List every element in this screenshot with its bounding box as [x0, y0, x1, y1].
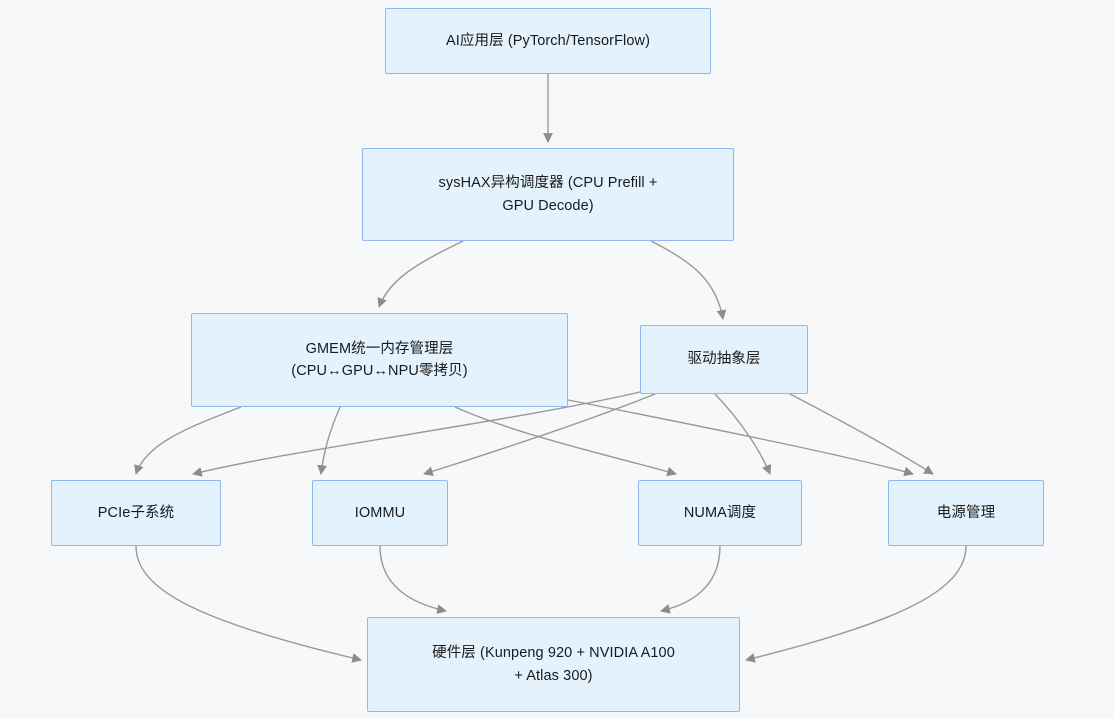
edge-driver-to-power [789, 393, 934, 475]
node-syshax-scheduler[interactable]: sysHAX异构调度器 (CPU Prefill + GPU Decode) [362, 148, 734, 241]
edge-pcie-to-hardware [135, 545, 362, 663]
node-power-management[interactable]: 电源管理 [888, 480, 1044, 546]
node-gmem-memory-layer[interactable]: GMEM统一内存管理层 (CPU↔GPU↔NPU零拷贝) [191, 313, 568, 407]
node-hardware-layer[interactable]: 硬件层 (Kunpeng 920 + NVIDIA A100 + Atlas 3… [367, 617, 740, 712]
node-ai-application-layer[interactable]: AI应用层 (PyTorch/TensorFlow) [385, 8, 711, 74]
node-hardware-label: 硬件层 (Kunpeng 920 + NVIDIA A100 + Atlas 3… [432, 645, 675, 684]
edge-driver-to-numa [714, 393, 772, 475]
edge-gmem-to-pcie [134, 406, 242, 475]
node-power-label: 电源管理 [936, 504, 996, 521]
edge-gmem-to-power [567, 399, 914, 477]
edge-syshax-to-driver [650, 240, 727, 320]
node-numa-label: NUMA调度 [683, 504, 757, 521]
edge-iommu-to-hardware [379, 545, 447, 614]
node-driver-label: 驱动抽象层 [687, 351, 761, 368]
node-gmem-label: GMEM统一内存管理层 (CPU↔GPU↔NPU零拷贝) [291, 340, 468, 379]
node-pcie-subsystem[interactable]: PCIe子系统 [51, 480, 221, 546]
node-syshax-label: sysHAX异构调度器 (CPU Prefill + GPU Decode) [438, 175, 658, 214]
node-iommu[interactable]: IOMMU [312, 480, 448, 546]
edge-power-to-hardware [745, 545, 967, 663]
node-driver-abstraction-layer[interactable]: 驱动抽象层 [640, 325, 808, 394]
node-app-label: AI应用层 (PyTorch/TensorFlow) [445, 32, 651, 49]
edge-gmem-to-iommu [317, 406, 341, 475]
edge-gmem-to-numa [454, 406, 677, 477]
edge-driver-to-iommu [423, 393, 656, 477]
node-iommu-label: IOMMU [354, 504, 406, 521]
edge-numa-to-hardware [660, 545, 721, 614]
node-pcie-label: PCIe子系统 [97, 504, 175, 521]
edge-syshax-to-gmem [377, 240, 464, 308]
node-numa-scheduling[interactable]: NUMA调度 [638, 480, 802, 546]
edge-driver-to-pcie [192, 391, 641, 477]
